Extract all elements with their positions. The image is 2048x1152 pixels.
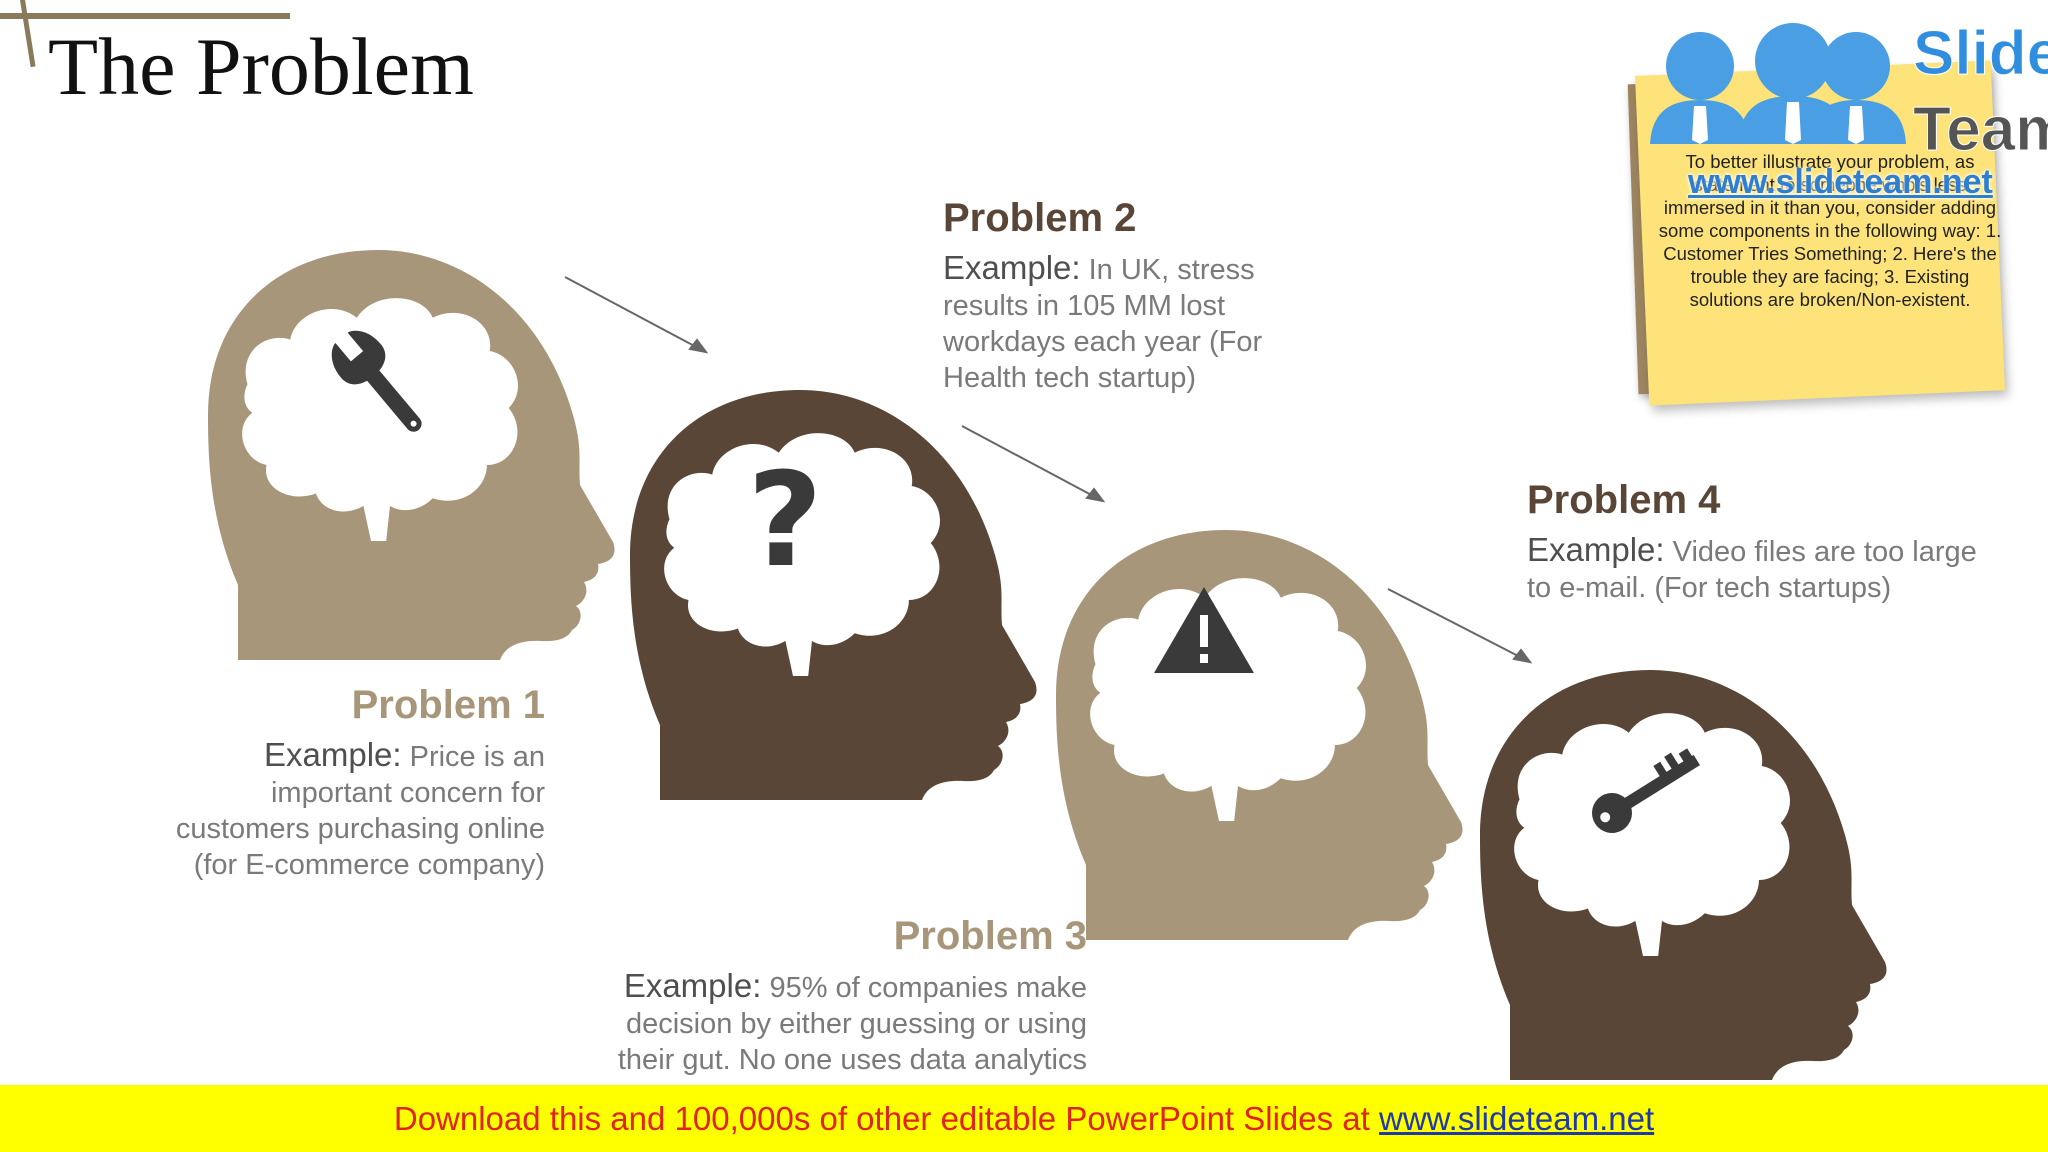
- question-mark-icon: ?: [747, 444, 822, 596]
- flow-arrows: [564, 276, 1533, 664]
- head-problem-2: ?: [630, 390, 1037, 800]
- problem-2-example-label: Example:: [943, 249, 1081, 286]
- problem-3-example-label: Example:: [623, 967, 762, 1004]
- slide-title: The Problem: [48, 21, 474, 112]
- problem-4-example-label: Example:: [1527, 531, 1665, 568]
- logo-url[interactable]: www.slideteam.net: [1688, 163, 1993, 201]
- problem-1-description: Example: Price is an important concern f…: [140, 737, 545, 883]
- problem-2-description: Example: In UK, stress results in 105 MM…: [943, 250, 1303, 396]
- head-problem-3: [1056, 530, 1463, 940]
- problem-1-text: Price is an important concern for custom…: [175, 741, 545, 881]
- head-problem-4: [1480, 670, 1887, 1080]
- problem-3-description: Example: 95% of companies make decision …: [590, 968, 1087, 1078]
- head-problem-1: [208, 250, 615, 660]
- slideteam-logo: Slide Team: [1650, 19, 2048, 165]
- wrench-icon: [331, 330, 422, 432]
- problem-4-heading: Problem 4: [1527, 478, 1721, 522]
- problem-2-block: Problem 2 Example: In UK, stress results…: [943, 196, 1303, 396]
- logo-line-1: Slide: [1913, 19, 2048, 88]
- banner-text: Download this and 100,000s of other edit…: [393, 1100, 1379, 1137]
- warning-icon: [1154, 587, 1254, 673]
- problem-3-heading: Problem 3: [893, 914, 1087, 958]
- banner-link[interactable]: www.slideteam.net: [1379, 1100, 1655, 1137]
- problem-2-heading: Problem 2: [943, 196, 1137, 240]
- problem-4-block: Problem 4 Example: Video files are too l…: [1527, 478, 1997, 606]
- problem-3-text: 95% of companies make decision by either…: [617, 972, 1087, 1076]
- problem-1-block: Problem 1 Example: Price is an important…: [140, 683, 545, 883]
- problem-3-block: Problem 3 Example: 95% of companies make…: [590, 914, 1087, 1078]
- corner-accent-horizontal: [0, 13, 290, 19]
- sticky-note-text: To better illustrate your problem, as st…: [1658, 151, 2002, 310]
- problem-2-text: In UK, stress results in 105 MM lost wor…: [943, 254, 1263, 394]
- problem-4-description: Example: Video files are too large to e-…: [1527, 532, 1997, 606]
- key-icon: [1592, 748, 1700, 833]
- problem-1-heading: Problem 1: [351, 683, 545, 727]
- problem-4-text: Video files are too large to e-mail. (Fo…: [1527, 536, 1977, 604]
- problem-1-example-label: Example:: [263, 736, 402, 773]
- download-banner: Download this and 100,000s of other edit…: [0, 1085, 2048, 1152]
- logo-line-2: Team: [1913, 95, 2048, 164]
